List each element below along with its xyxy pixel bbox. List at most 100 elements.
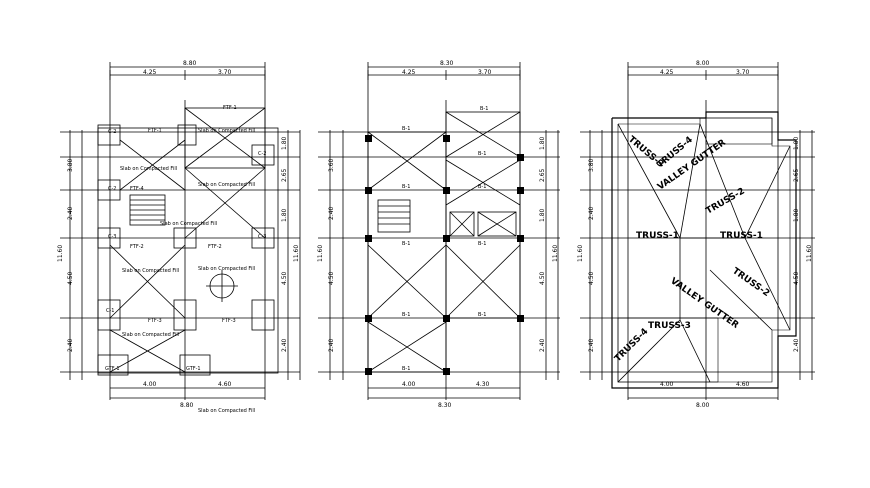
column-tag: C-2 [108,186,116,192]
footing [251,227,275,249]
slab-diagonal [109,329,186,373]
beam-diagonal [449,211,475,237]
beam-diagonal [367,321,447,373]
truss-label: TRUSS-2 [730,266,771,299]
dim-text: 2.40 [588,206,595,220]
dim-text: 1.80 [539,208,546,222]
beam-diagonal [367,244,447,319]
beam-tag: B-1 [478,184,486,190]
beam-tag: B-1 [478,312,486,318]
valley-line [699,123,746,239]
column [365,187,372,194]
fill-note: Slab on Compacted Fill [160,221,217,227]
dim-text: 2.40 [67,206,74,220]
column [443,315,450,322]
dim-text: 1.80 [793,208,800,222]
stair-block [377,199,411,233]
footing [251,299,275,331]
footing-label: FTF-3 [222,318,236,324]
footing [97,299,121,331]
hip-line [744,237,791,331]
footing-label: FTF-1 [223,105,237,111]
column [365,135,372,142]
dim-text: 4.50 [328,271,335,285]
beam-tag: B-1 [480,106,488,112]
dim-text: 4.30 [476,381,490,388]
footing-label: FTF-2 [208,244,222,250]
foundation-plan [60,62,301,400]
beam-diagonal [477,211,517,237]
beam-diagonal [445,111,521,158]
fill-note: Slab on Compacted Fill [198,128,255,134]
footing-label: FTF-3 [148,318,162,324]
column [443,135,450,142]
dim-text: 4.50 [588,271,595,285]
hip-line [679,123,701,239]
footing-label: FTF-1 [148,128,162,134]
fill-note: Slab on Compacted Fill [198,266,255,272]
fill-note: Slab on Compacted Fill [120,166,177,172]
beam-tag: B-1 [402,184,410,190]
beam-tag: B-1 [402,126,410,132]
frame-cell [477,211,517,237]
footing [97,124,121,146]
roof-opening [705,117,773,145]
dim-text: 8.80 [180,402,194,409]
dim-text: 3.70 [218,69,232,76]
footing-label: GTF-1 [105,366,120,372]
foundation-outline [97,127,279,374]
footing [97,227,121,249]
dim-text: 4.50 [793,271,800,285]
dim-text: 1.80 [281,136,288,150]
dim-text: 2.40 [328,206,335,220]
footing [177,124,197,146]
column-tag: C-3 [108,234,116,240]
dim-text: 8.00 [696,60,710,67]
roof-plan [580,62,815,400]
dim-text: 3.70 [478,69,492,76]
hip-line [744,145,791,239]
dim-text: 2.40 [539,338,546,352]
column [365,315,372,322]
fill-note: Slab on Compacted Fill [122,332,179,338]
dim-text: 4.00 [660,381,674,388]
dim-text: 11.60 [317,245,324,262]
dim-text: 4.50 [539,271,546,285]
dim-text: 8.30 [440,60,454,67]
framing-plan [318,62,560,400]
dim-text: 4.25 [402,69,416,76]
slab-diagonal [184,107,266,169]
dim-text: 2.40 [67,338,74,352]
foundation-bay [184,107,266,169]
truss-label: TRUSS-1 [636,231,679,241]
dim-text: 11.60 [577,245,584,262]
column-tag: C-1 [106,308,114,314]
column-tag: C-2 [258,151,266,157]
beam-tag: B-1 [478,151,486,157]
dim-text: 4.60 [218,381,232,388]
dim-text: 8.30 [438,402,452,409]
column [365,235,372,242]
column [443,187,450,194]
footing [97,354,129,376]
dim-text: 3.80 [67,158,74,172]
dim-text: 4.50 [67,271,74,285]
footing-label: GTF-1 [186,366,201,372]
dim-text: 2.65 [281,168,288,182]
dim-text: 8.00 [696,402,710,409]
beam-tag: B-1 [402,366,410,372]
dim-text: 11.60 [57,245,64,262]
slab-diagonal [109,244,186,319]
footing-label: FTF-4 [130,186,144,192]
beam-diagonal [445,159,521,206]
dim-text: 2.40 [328,338,335,352]
slab-diagonal [184,167,266,239]
truss-label: TRUSS-1 [720,231,763,241]
slab-diagonal [119,139,186,191]
dim-text: 4.60 [736,381,750,388]
dim-text: 4.25 [143,69,157,76]
column-tag: C-2 [108,129,116,135]
column [517,154,524,161]
dim-text: 4.50 [281,271,288,285]
